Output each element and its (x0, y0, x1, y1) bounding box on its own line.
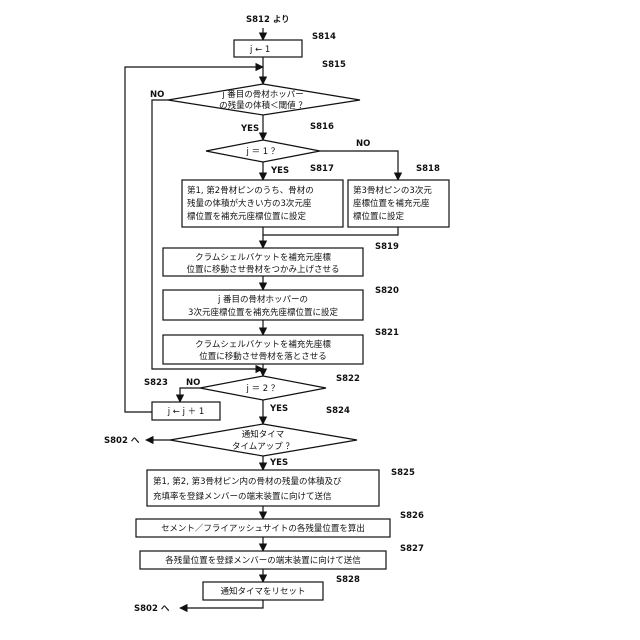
s824-no-target: S802 へ (104, 436, 140, 446)
s821-text-2: 位置に移動させ骨材を落とさせる (199, 351, 327, 362)
s816-yes: YES (270, 166, 289, 176)
step-s816: j ＝ 1 ？ S816 NO YES (206, 122, 370, 176)
s816-id: S816 (310, 122, 334, 132)
s814-text: j ← 1 (249, 45, 270, 55)
end-label: S802 へ (134, 604, 170, 614)
s817-text-1: 第1, 第2骨材ピンのうち、骨材の (187, 185, 314, 196)
step-s814: j ← 1 S814 (234, 32, 336, 57)
s824-yes: YES (269, 458, 288, 468)
s824-id: S824 (326, 406, 350, 416)
step-s820: j 番目の骨材ホッパーの 3次元座標位置を補充先座標位置に設定 S820 (163, 286, 399, 320)
s819-id: S819 (375, 242, 399, 252)
s815-no: NO (150, 90, 164, 100)
s818-text-2: 座標位置を補充元座 (353, 198, 430, 209)
s821-text-1: クラムシェルバケットを補充先座標 (195, 339, 331, 350)
s828-text: 通知タイマをリセット (220, 586, 305, 597)
s822-yes: YES (269, 404, 288, 414)
step-s823: j ← j ＋ 1 S823 (144, 378, 220, 420)
s824-text-1: 通知タイマ (242, 429, 285, 440)
s819-text-1: クラムシェルバケットを補充元座標 (195, 252, 331, 263)
s814-id: S814 (312, 32, 336, 42)
step-s819: クラムシェルバケットを補充元座標 位置に移動させ骨材をつかみ上げさせる S819 (163, 242, 399, 276)
s825-id: S825 (391, 468, 415, 478)
s818-text-3: 標位置に設定 (353, 211, 405, 222)
s818-id: S818 (416, 164, 440, 174)
s825-text-2: 充填率を登録メンバーの端末装置に向けて送信 (153, 491, 332, 502)
s816-text: j ＝ 1 ？ (246, 147, 280, 157)
s820-id: S820 (375, 286, 399, 296)
s815-id: S815 (322, 60, 346, 70)
step-s827: 各残量位置を登録メンバーの端末装置に向けて送信 S827 (140, 544, 424, 569)
s815-text-1: j 番目の骨材ホッパー (221, 89, 304, 100)
step-s826: セメント／フライアッシュサイトの各残量位置を算出 S826 (136, 511, 424, 537)
s823-text: j ← j ＋ 1 (167, 407, 205, 417)
s818-text-1: 第3骨材ピンの3次元 (353, 185, 432, 196)
s827-id: S827 (400, 544, 424, 554)
s824-text-2: タイムアップ ？ (232, 442, 294, 452)
s819-text-2: 位置に移動させ骨材をつかみ上げさせる (186, 264, 339, 275)
s821-id: S821 (375, 328, 399, 338)
step-s825: 第1, 第2, 第3骨材ピン内の骨材の残量の体積及び 充填率を登録メンバーの端末… (147, 468, 415, 506)
s820-text-1: j 番目の骨材ホッパーの (217, 294, 308, 305)
s822-id: S822 (336, 374, 360, 384)
s817-id: S817 (310, 164, 334, 174)
s826-id: S826 (400, 511, 424, 521)
start-label: S812 より (246, 15, 290, 25)
s817-text-3: 標位置を補充元座標位置に設定 (187, 211, 307, 222)
step-s821: クラムシェルバケットを補充先座標 位置に移動させ骨材を落とさせる S821 (163, 328, 399, 364)
s822-no: NO (186, 378, 200, 388)
s826-text: セメント／フライアッシュサイトの各残量位置を算出 (161, 523, 365, 534)
step-s824: 通知タイマ タイムアップ ？ S824 S802 へ YES (104, 406, 357, 468)
s815-yes: YES (240, 124, 259, 134)
s815-text-2: の残量の体積＜閾値 ？ (219, 100, 307, 111)
s820-text-2: 3次元座標位置を補充先座標位置に設定 (188, 307, 338, 318)
s825-text-1: 第1, 第2, 第3骨材ピン内の骨材の残量の体積及び (153, 476, 342, 487)
s817-text-2: 残量の体積が大きい方の3次元座 (187, 198, 312, 209)
s823-id: S823 (144, 378, 168, 388)
s827-text: 各残量位置を登録メンバーの端末装置に向けて送信 (165, 555, 361, 566)
s822-text: j ＝ 2 ？ (246, 384, 280, 394)
step-s828: 通知タイマをリセット S828 (203, 575, 360, 600)
s816-no: NO (356, 139, 370, 149)
s828-id: S828 (336, 575, 360, 585)
